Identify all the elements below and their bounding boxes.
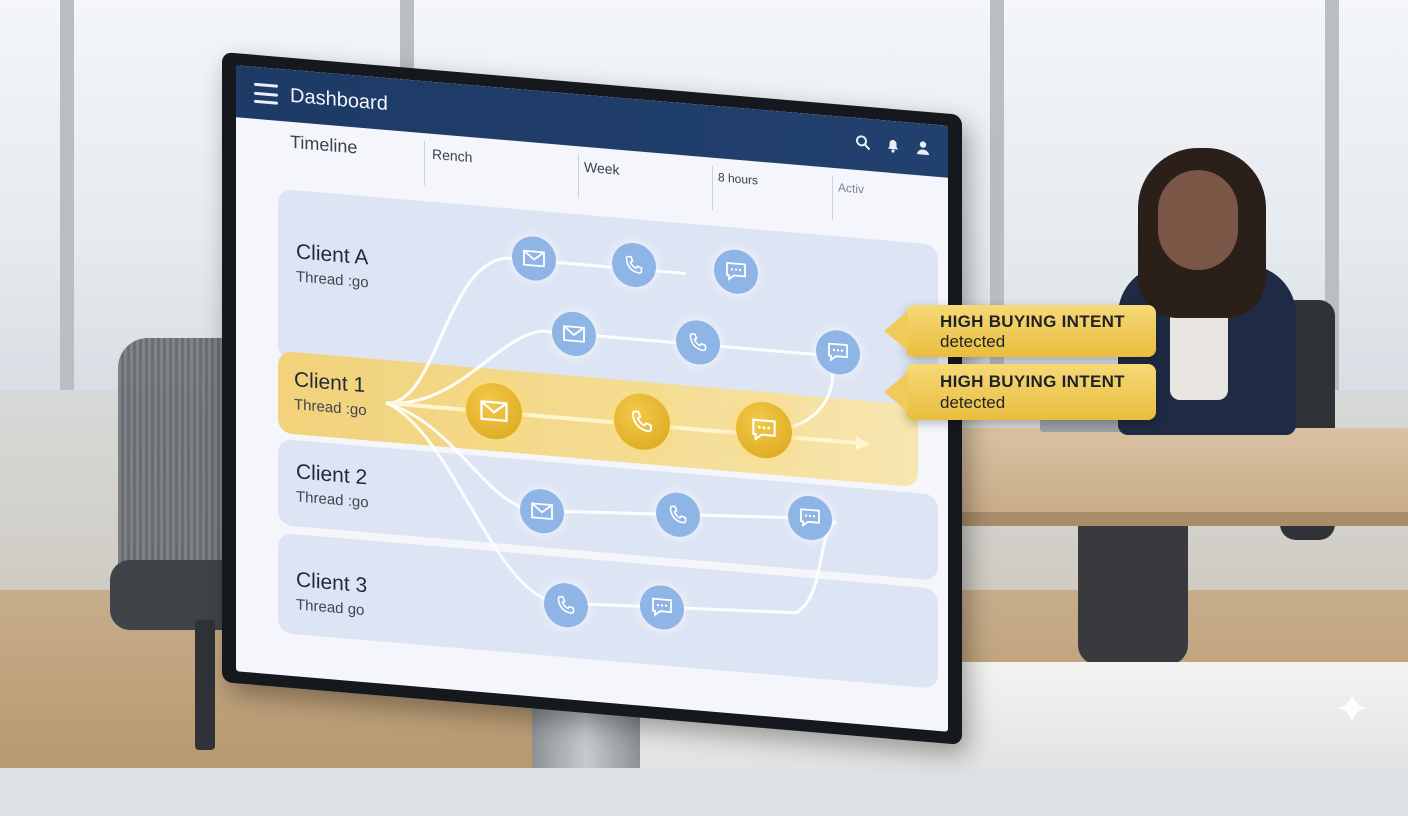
call-node[interactable]	[612, 241, 656, 289]
phone-icon	[669, 505, 687, 524]
phone-icon	[557, 595, 575, 615]
search-icon[interactable]	[854, 133, 872, 156]
chat-icon	[652, 597, 672, 617]
chat-node[interactable]	[816, 328, 860, 377]
bell-icon[interactable]	[884, 136, 902, 159]
envelope-icon	[523, 249, 545, 268]
call-node[interactable]	[656, 490, 700, 539]
email-node[interactable]	[512, 234, 556, 283]
chat-icon	[752, 418, 776, 441]
alert-title: HIGH BUYING INTENT	[940, 312, 1125, 331]
person-face	[1158, 170, 1238, 270]
window-mullion	[60, 0, 74, 400]
email-node[interactable]	[552, 310, 596, 358]
alert-detail: detected	[940, 393, 1006, 412]
phone-icon	[632, 410, 652, 433]
window-mullion	[990, 0, 1004, 400]
chat-node-highlighted[interactable]	[736, 399, 792, 461]
chat-node[interactable]	[788, 494, 832, 542]
monitor-bezel: Dashboard Timeline Rench	[222, 52, 962, 745]
dashboard-screen: Dashboard Timeline Rench	[236, 65, 948, 732]
call-node-highlighted[interactable]	[614, 391, 670, 453]
chat-node[interactable]	[714, 247, 758, 296]
chat-icon	[800, 508, 820, 528]
envelope-icon	[563, 325, 585, 343]
callout-pointer	[884, 311, 908, 351]
envelope-icon	[531, 502, 553, 521]
user-icon[interactable]	[914, 138, 932, 161]
phone-icon	[625, 255, 643, 274]
window-mullion	[1325, 0, 1339, 400]
thread-connections	[385, 256, 870, 615]
buying-intent-alert[interactable]: HIGH BUYING INTENT detected	[884, 364, 1156, 420]
office-chair-base	[195, 620, 215, 750]
chat-node[interactable]	[640, 583, 684, 632]
envelope-icon	[480, 400, 508, 423]
monitor: Dashboard Timeline Rench	[222, 52, 976, 816]
call-node[interactable]	[544, 581, 588, 630]
alert-detail: detected	[940, 332, 1006, 351]
sparkle-icon: ✦	[1333, 685, 1371, 734]
callout-pointer	[884, 372, 908, 412]
buying-intent-alert[interactable]: HIGH BUYING INTENT detected	[884, 305, 1156, 357]
phone-icon	[689, 333, 707, 352]
app-topbar: Dashboard	[236, 65, 948, 178]
office-desk-edge	[960, 512, 1408, 526]
alert-title: HIGH BUYING INTENT	[940, 372, 1125, 391]
email-node-highlighted[interactable]	[466, 380, 522, 442]
person-legs	[1078, 505, 1188, 665]
call-node[interactable]	[676, 318, 720, 367]
chat-icon	[726, 261, 746, 281]
email-node[interactable]	[520, 487, 564, 536]
office-desk	[960, 428, 1408, 518]
chat-icon	[828, 342, 848, 362]
